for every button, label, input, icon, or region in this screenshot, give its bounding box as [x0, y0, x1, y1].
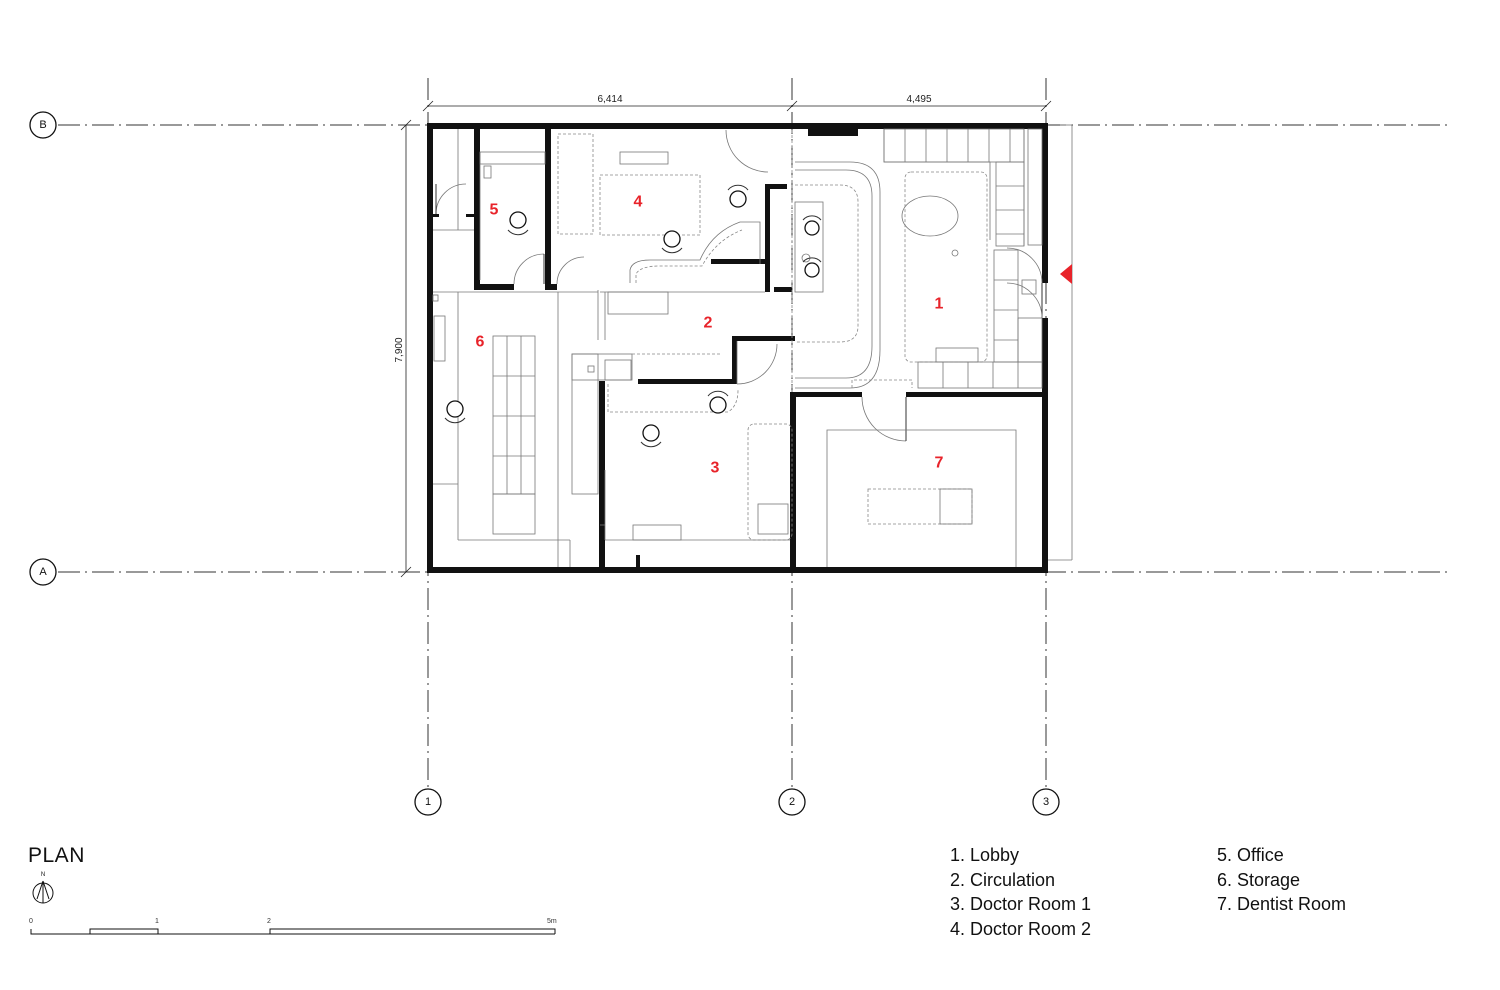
room-number-5: 5 — [490, 202, 499, 219]
grid-bubble-b: B — [29, 111, 57, 139]
chairs — [444, 184, 822, 448]
svg-text:A: A — [39, 566, 47, 578]
plan-title: PLAN — [28, 844, 85, 867]
room-legend-right: 5. Office 6. Storage 7. Dentist Room — [1217, 843, 1346, 917]
legend-item: 5. Office — [1217, 845, 1284, 865]
legend-item: 1. Lobby — [950, 845, 1020, 865]
chair-room3-a — [707, 390, 729, 414]
svg-text:1: 1 — [425, 796, 431, 808]
scale-label-1: 1 — [155, 918, 159, 925]
chair-room3-b — [640, 424, 662, 448]
legend-item: 2. Circulation — [950, 869, 1056, 890]
chair-lobby-b — [802, 257, 822, 278]
svg-text:2: 2 — [789, 796, 795, 808]
walls — [427, 123, 1048, 573]
north-arrow-icon: N — [32, 872, 54, 904]
grid-lines — [58, 78, 1450, 787]
dimension-1-2: 6,414 — [597, 94, 622, 105]
dimension-a-b: 7,900 — [394, 337, 405, 362]
scale-label-5m: 5m — [547, 918, 557, 925]
svg-text:B: B — [39, 119, 46, 131]
legend-item: 3. Doctor Room 1 — [950, 894, 1092, 914]
chair-office — [507, 211, 529, 236]
room-number-4: 4 — [634, 194, 643, 211]
interior-details — [432, 124, 1073, 567]
scale-label-0: 0 — [29, 918, 33, 925]
entrance-arrow-icon — [1060, 264, 1072, 284]
grid-bubble-a: A — [29, 558, 57, 586]
chair-room4-a — [727, 184, 749, 208]
grid-bubble-2: 2 — [778, 788, 806, 816]
chair-room4-b — [661, 230, 683, 254]
scale-label-2: 2 — [267, 918, 271, 925]
grid-bubbles: B A 1 2 3 — [29, 111, 1060, 816]
legend-item: 4. Doctor Room 2 — [950, 918, 1092, 939]
dimensions: 6,414 4,495 7,900 — [394, 94, 1052, 578]
dimension-2-3: 4,495 — [906, 94, 931, 105]
chair-lobby-a — [802, 215, 822, 236]
legend-item: 6. Storage — [1217, 869, 1301, 890]
room-number-1: 1 — [935, 296, 944, 313]
scale-bar: 0 1 2 5m — [29, 918, 557, 935]
room-labels: 1 2 3 4 5 6 7 — [476, 194, 944, 477]
svg-text:3: 3 — [1043, 796, 1049, 808]
room-number-6: 6 — [476, 334, 485, 351]
grid-bubble-3: 3 — [1032, 788, 1060, 816]
svg-text:N: N — [41, 872, 45, 878]
chair-storage — [444, 400, 466, 424]
room-number-7: 7 — [935, 455, 944, 472]
grid-bubble-1: 1 — [414, 788, 442, 816]
room-number-2: 2 — [704, 315, 713, 332]
room-legend-left: 1. Lobby 2. Circulation 3. Doctor Room 1… — [950, 843, 1091, 941]
legend-item: 7. Dentist Room — [1217, 894, 1347, 914]
room-number-3: 3 — [711, 460, 720, 477]
